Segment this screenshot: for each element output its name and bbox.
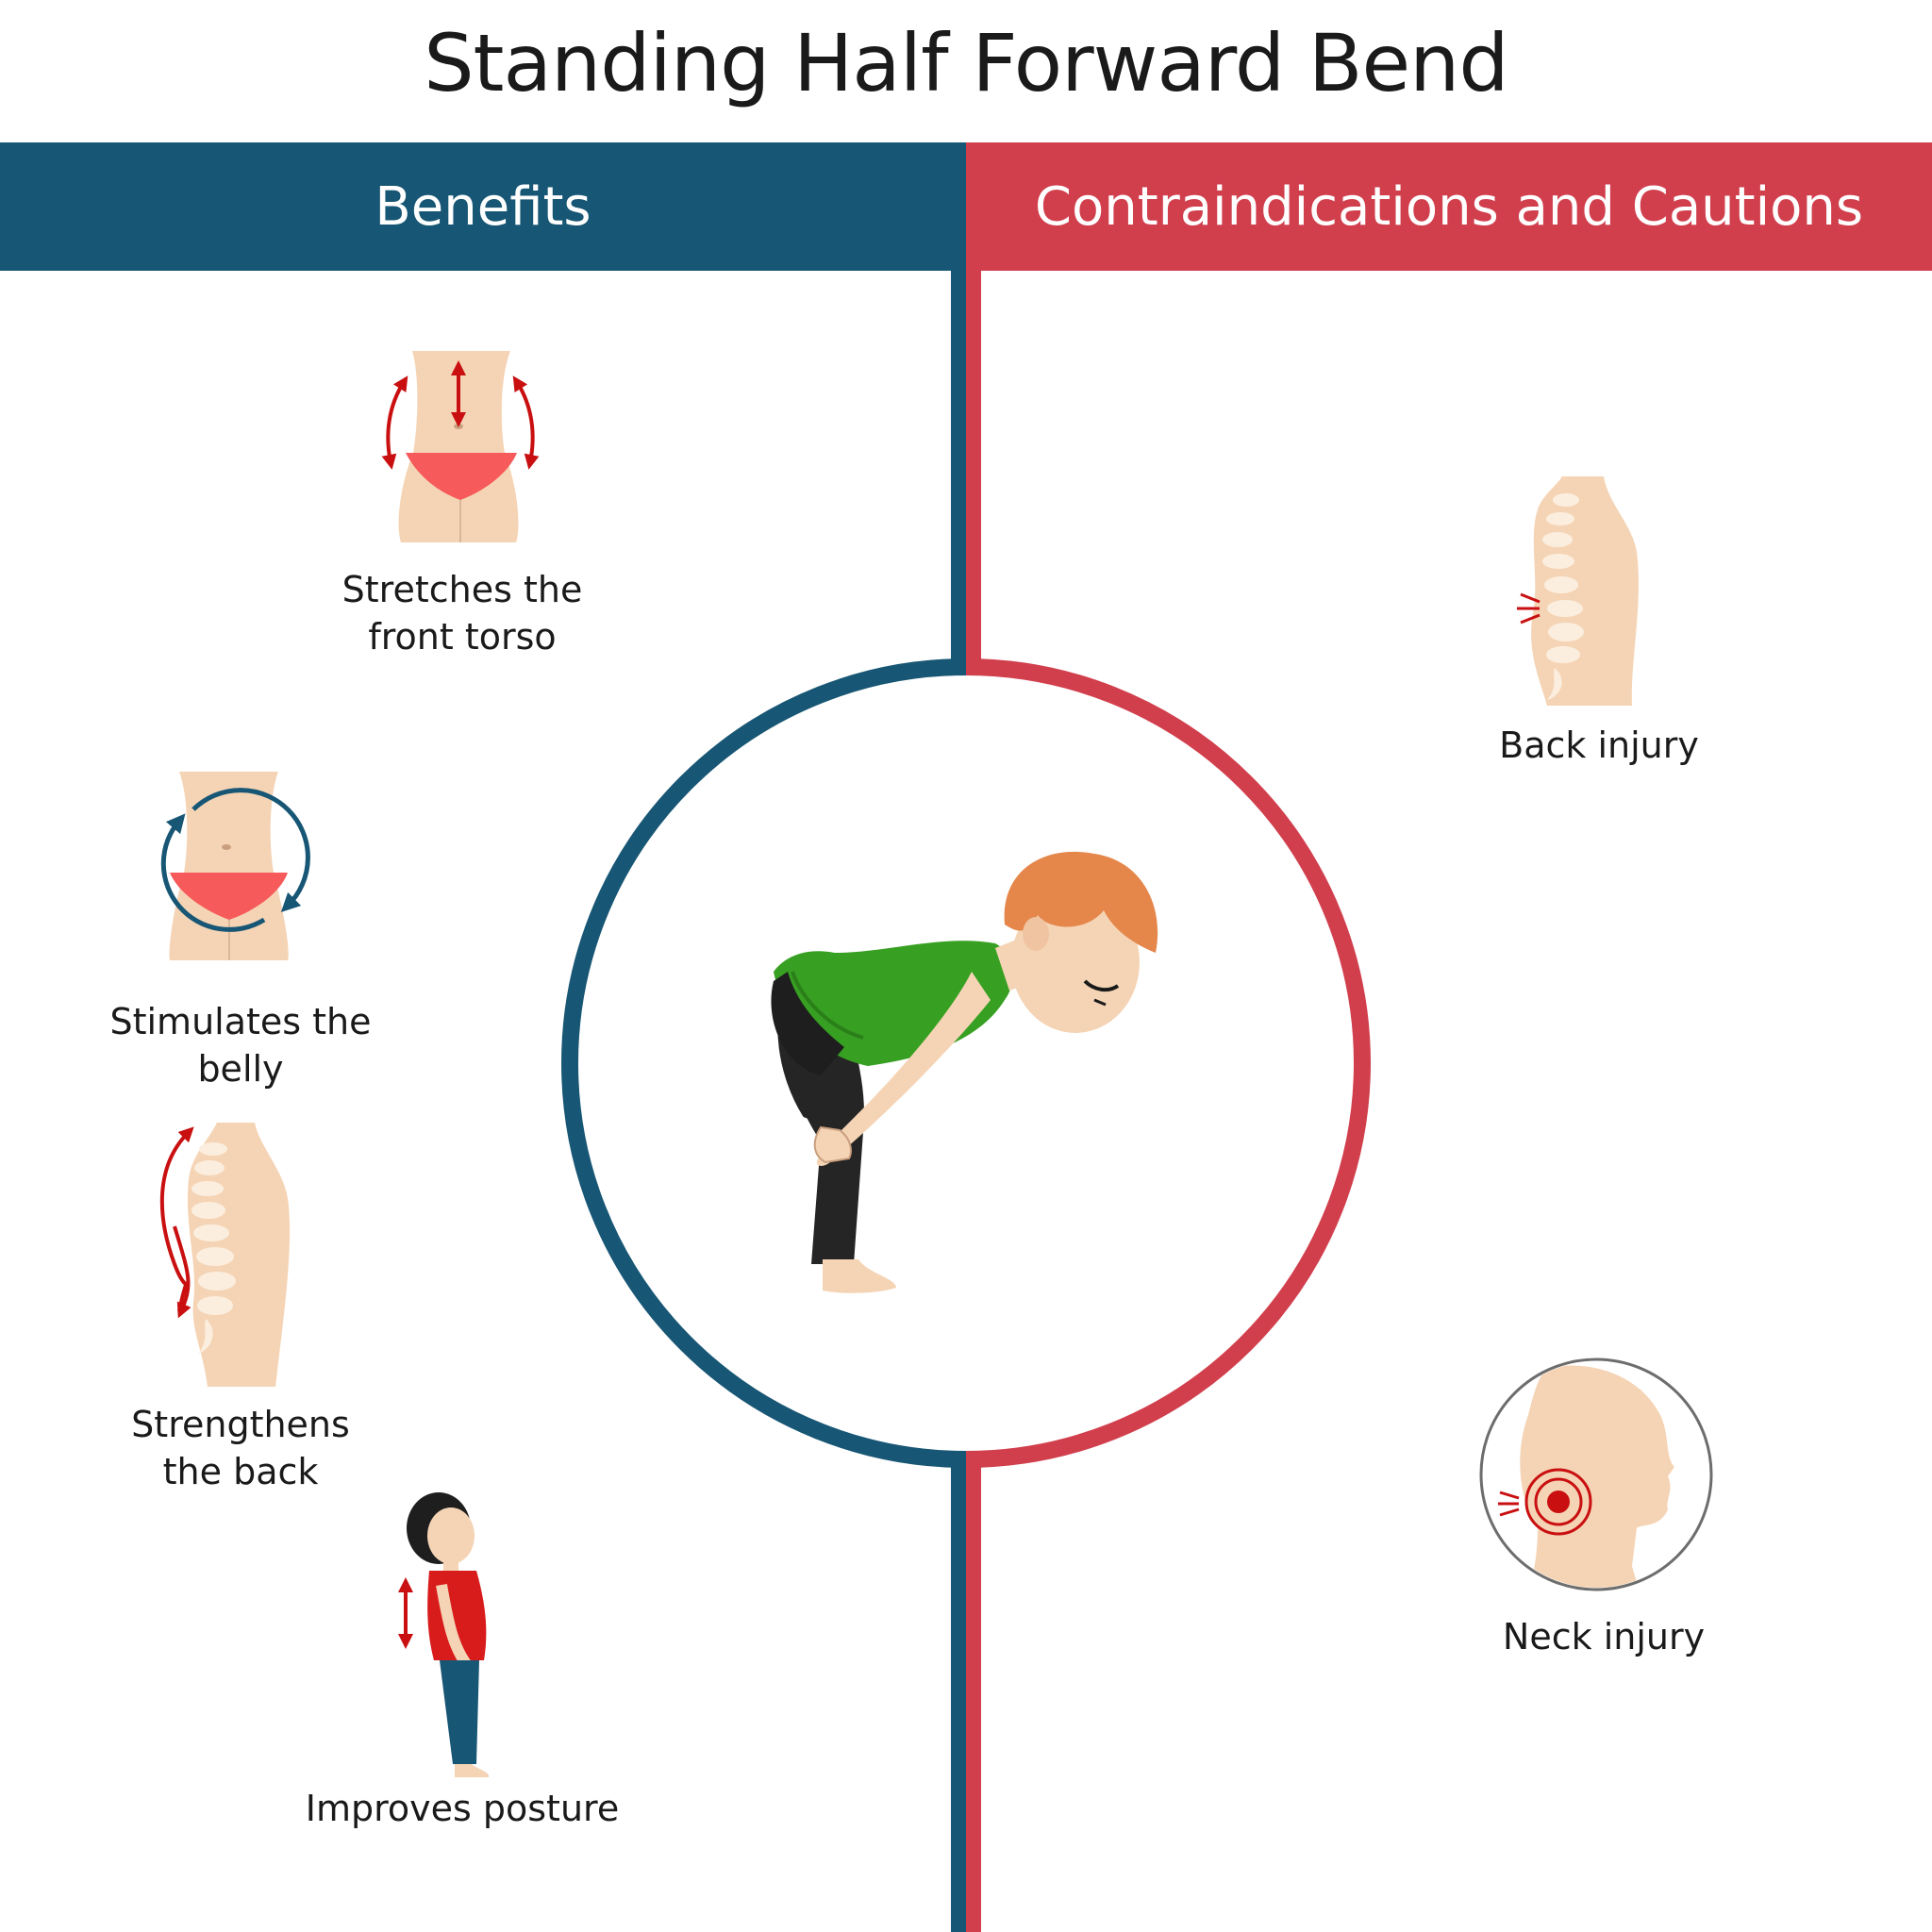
back-injury-icon [1517, 476, 1639, 706]
center-circle [561, 658, 1371, 1468]
cautions-header: Contraindications and Cautions [966, 142, 1932, 271]
spine-curve-icon [159, 1123, 291, 1387]
page-title: Standing Half Forward Bend [424, 17, 1509, 109]
neck-injury-icon [1479, 1357, 1713, 1591]
standing-posture-icon [398, 1492, 490, 1777]
torso-stretch-icon [381, 351, 540, 542]
benefit-label-belly: Stimulates the belly [109, 1001, 372, 1090]
belly-rotation-icon [160, 772, 310, 960]
benefit-label-torso: Stretches the front torso [341, 569, 583, 658]
half-forward-bend-figure-icon [771, 851, 1158, 1293]
caution-label-neck: Neck injury [1502, 1616, 1706, 1657]
benefit-label-posture: Improves posture [305, 1788, 620, 1829]
caution-label-back: Back injury [1499, 724, 1699, 766]
benefits-header: Benefits [0, 142, 966, 271]
center-divider [951, 271, 981, 1932]
benefit-label-back: Strengthens the back [131, 1404, 350, 1492]
